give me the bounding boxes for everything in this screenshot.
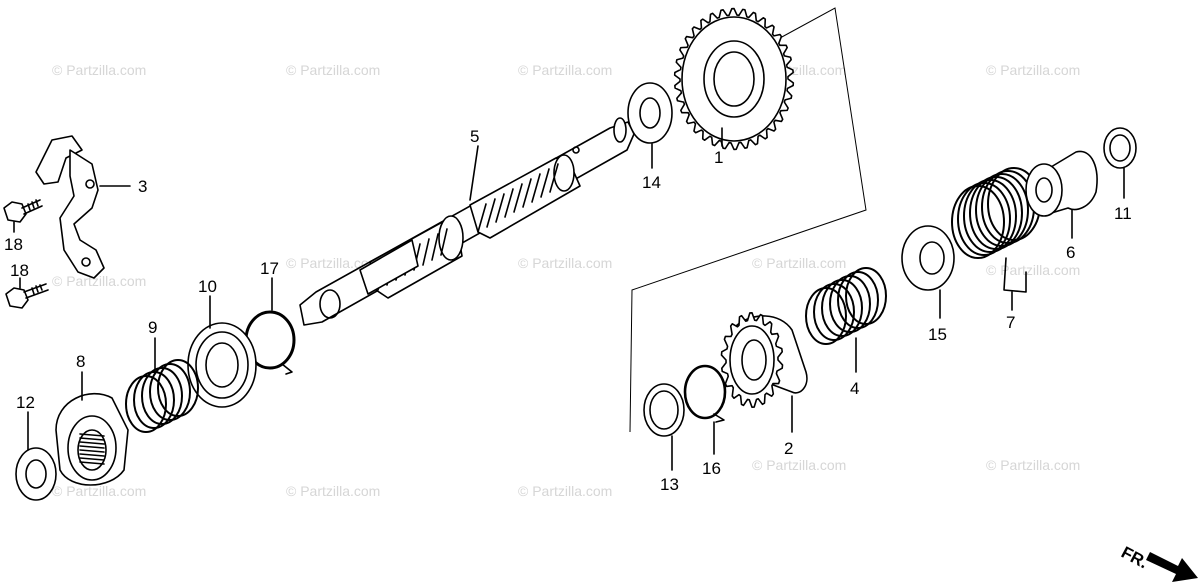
part-return-spring-7[interactable]: [951, 167, 1041, 293]
front-direction-indicator: FR.: [1118, 543, 1198, 582]
part-circlip-16[interactable]: [683, 364, 727, 423]
part-guide-3[interactable]: [35, 135, 105, 279]
part-gear-1[interactable]: [673, 7, 795, 151]
watermark-text: © Partzilla.com: [52, 483, 146, 499]
watermark-text: © Partzilla.com: [986, 62, 1080, 78]
callout-17: 17: [260, 259, 279, 278]
part-collar-6[interactable]: [1025, 150, 1098, 217]
watermark-text: © Partzilla.com: [286, 255, 380, 271]
watermark-text: © Partzilla.com: [52, 273, 146, 289]
part-ratchet-8[interactable]: [55, 393, 129, 486]
callout-13: 13: [660, 475, 679, 494]
part-shaft-5[interactable]: [299, 117, 635, 326]
callout-15: 15: [928, 325, 947, 344]
callout-3: 3: [138, 177, 147, 196]
front-arrow-icon: [1146, 552, 1198, 582]
part-drive-gear-2[interactable]: [720, 312, 808, 408]
callout-4: 4: [850, 379, 859, 398]
watermark-text: © Partzilla.com: [286, 483, 380, 499]
watermark-text: © Partzilla.com: [518, 483, 612, 499]
leader-line: [469, 145, 479, 201]
part-washer-12[interactable]: [15, 447, 57, 501]
callout-11: 11: [1114, 204, 1132, 223]
callout-6: 6: [1066, 243, 1075, 262]
watermark-text: © Partzilla.com: [752, 255, 846, 271]
part-plate-10[interactable]: [187, 322, 257, 408]
callout-labels: 1 2 3 4 5 6 7 8 9 10 11 12 13 14 15 16 1…: [4, 127, 1132, 494]
callout-8: 8: [76, 352, 85, 371]
watermark-text: © Partzilla.com: [986, 262, 1080, 278]
watermark-text: © Partzilla.com: [752, 457, 846, 473]
watermark-text: © Partzilla.com: [986, 457, 1080, 473]
watermark-text: © Partzilla.com: [52, 62, 146, 78]
watermark-text: © Partzilla.com: [518, 255, 612, 271]
callout-7: 7: [1006, 313, 1015, 332]
callout-14: 14: [642, 173, 661, 192]
watermarks: © Partzilla.com © Partzilla.com © Partzi…: [52, 62, 1080, 499]
callout-18-upper: 18: [4, 235, 23, 254]
callout-16: 16: [702, 459, 721, 478]
callout-5: 5: [470, 127, 479, 146]
front-label: FR.: [1118, 543, 1151, 573]
part-washer-15[interactable]: [901, 225, 955, 291]
callout-18-lower: 18: [10, 261, 29, 280]
part-spring-9[interactable]: [125, 359, 199, 433]
part-washer-13[interactable]: [643, 383, 685, 437]
part-bolt-18-upper[interactable]: [3, 199, 43, 223]
callout-2: 2: [784, 439, 793, 458]
watermark-text: © Partzilla.com: [518, 62, 612, 78]
callout-10: 10: [198, 277, 217, 296]
part-spring-4[interactable]: [805, 267, 887, 345]
assembly-guide-line: [629, 7, 867, 433]
watermark-text: © Partzilla.com: [286, 62, 380, 78]
part-washer-14[interactable]: [627, 82, 673, 144]
part-washer-11[interactable]: [1103, 127, 1137, 169]
callout-9: 9: [148, 318, 157, 337]
callout-12: 12: [16, 393, 35, 412]
callout-1: 1: [714, 148, 723, 167]
part-bolt-18-lower[interactable]: [5, 283, 49, 309]
